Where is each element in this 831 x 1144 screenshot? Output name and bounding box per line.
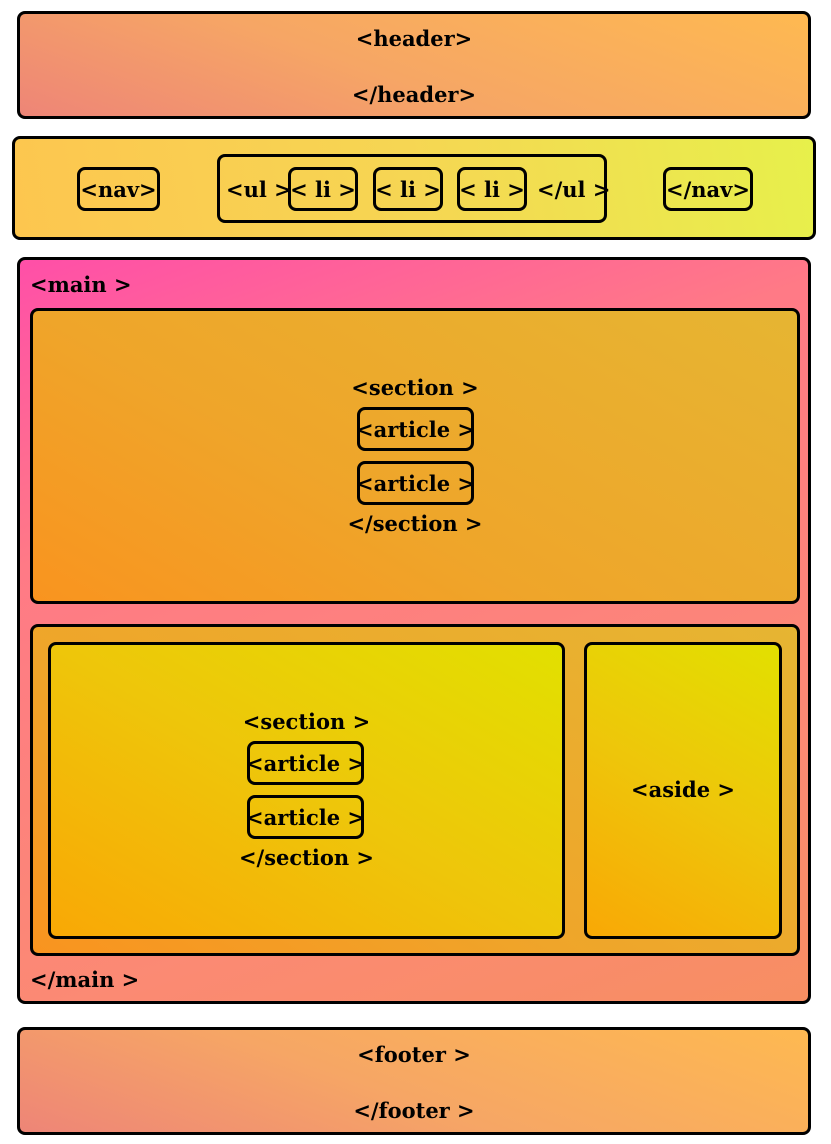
section-block-1: <section > <article > <article > </secti… <box>30 308 800 604</box>
article-block: <article > <box>246 795 365 839</box>
main-open-tag: <main > <box>30 272 132 297</box>
section-open-tag: <section > <box>351 375 479 400</box>
section-close-tag: </section > <box>347 511 483 536</box>
section-open-tag: <section > <box>242 709 371 734</box>
li-item: < li > <box>457 167 527 211</box>
nav-close-tag: </nav> <box>663 167 753 211</box>
header-close-tag: </header> <box>351 82 477 107</box>
content-wrapper: <section > <article > <article > </secti… <box>30 624 800 956</box>
nav-open-tag: <nav> <box>77 167 160 211</box>
article-block: <article > <box>356 407 475 451</box>
article-block: <article > <box>246 741 365 785</box>
main-close-tag: </main > <box>30 967 140 992</box>
footer-block: <footer > </footer > <box>17 1027 811 1135</box>
article-block: <article > <box>356 461 475 505</box>
aside-block: <aside > <box>584 642 782 939</box>
li-item: < li > <box>373 167 443 211</box>
aside-tag: <aside > <box>631 777 735 802</box>
section-close-tag: </section > <box>238 845 375 870</box>
header-open-tag: <header> <box>355 26 473 51</box>
section-block-2: <section > <article > <article > </secti… <box>48 642 565 939</box>
ul-close-tag: </ul > <box>537 177 611 202</box>
ul-open-tag: <ul > <box>226 177 292 202</box>
li-item: < li > <box>288 167 358 211</box>
footer-open-tag: <footer > <box>357 1042 471 1067</box>
footer-close-tag: </footer > <box>353 1098 475 1123</box>
header-block: <header> </header> <box>17 11 811 119</box>
nav-block: <nav> <ul > < li > < li > < li > </ul > … <box>12 136 816 240</box>
main-block: <main > <section > <article > <article >… <box>17 257 811 1004</box>
ul-block: <ul > < li > < li > < li > </ul > <box>217 154 611 223</box>
